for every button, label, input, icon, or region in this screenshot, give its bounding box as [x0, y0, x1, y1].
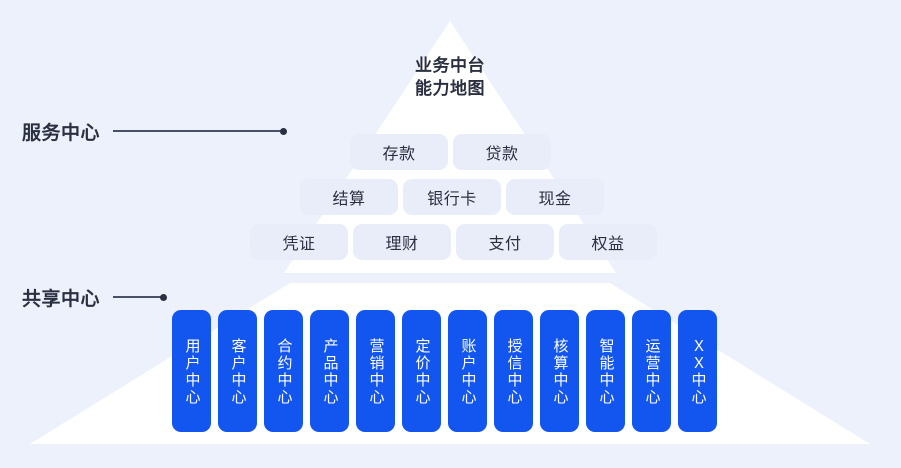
shared-center-card[interactable]: 用户中心 — [172, 310, 211, 432]
shared-center-card-label: ＸＸ中心 — [689, 338, 707, 406]
page-title: 业务中台 能力地图 — [415, 56, 485, 98]
shared-center-card-label: 用户中心 — [183, 338, 201, 406]
shared-center-card-label: 智能中心 — [597, 338, 615, 406]
shared-center-card[interactable]: 授信中心 — [494, 310, 533, 432]
service-pill[interactable]: 银行卡 — [403, 179, 501, 215]
annotation-shared-center: 共享中心 — [22, 285, 168, 310]
service-pill-row: 凭证 理财 支付 权益 — [250, 224, 657, 260]
leader-dot-shared-center — [160, 293, 168, 301]
leader-line-service-center — [113, 130, 282, 132]
service-pill[interactable]: 存款 — [350, 134, 448, 170]
service-pill[interactable]: 现金 — [506, 179, 604, 215]
shared-center-card-label: 账户中心 — [459, 338, 477, 406]
service-pill[interactable]: 权益 — [559, 224, 657, 260]
shared-center-card[interactable]: 运营中心 — [632, 310, 671, 432]
shared-center-card-label: 运营中心 — [643, 338, 661, 406]
shared-center-card-row: 用户中心 客户中心 合约中心 产品中心 营销中心 定价中心 账户中心 授信中心 … — [172, 310, 717, 432]
leader-line-shared-center — [113, 296, 162, 298]
shared-center-card-label: 授信中心 — [505, 338, 523, 406]
shared-center-card[interactable]: 核算中心 — [540, 310, 579, 432]
annotation-label-service-center: 服务中心 — [22, 122, 101, 144]
shared-center-card[interactable]: 智能中心 — [586, 310, 625, 432]
service-pill[interactable]: 凭证 — [250, 224, 348, 260]
service-pill-row: 结算 银行卡 现金 — [300, 179, 604, 215]
annotation-service-center: 服务中心 — [22, 119, 288, 144]
shared-center-card-label: 客户中心 — [229, 338, 247, 406]
shared-center-card-label: 产品中心 — [321, 338, 339, 406]
service-pill[interactable]: 贷款 — [453, 134, 551, 170]
shared-center-card[interactable]: 产品中心 — [310, 310, 349, 432]
service-pill-row: 存款 贷款 — [350, 134, 551, 170]
shared-center-card-label: 营销中心 — [367, 338, 385, 406]
annotation-label-shared-center: 共享中心 — [22, 288, 101, 310]
service-pill[interactable]: 理财 — [353, 224, 451, 260]
shared-center-card[interactable]: 客户中心 — [218, 310, 257, 432]
shared-center-card[interactable]: 营销中心 — [356, 310, 395, 432]
shared-center-card-label: 核算中心 — [551, 338, 569, 406]
shared-center-card[interactable]: ＸＸ中心 — [678, 310, 717, 432]
shared-center-card-label: 定价中心 — [413, 338, 431, 406]
shared-center-card-label: 合约中心 — [275, 338, 293, 406]
leader-dot-service-center — [280, 127, 288, 135]
shared-center-card[interactable]: 账户中心 — [448, 310, 487, 432]
service-pill[interactable]: 结算 — [300, 179, 398, 215]
shared-center-card[interactable]: 合约中心 — [264, 310, 303, 432]
service-pill[interactable]: 支付 — [456, 224, 554, 260]
shared-center-card[interactable]: 定价中心 — [402, 310, 441, 432]
